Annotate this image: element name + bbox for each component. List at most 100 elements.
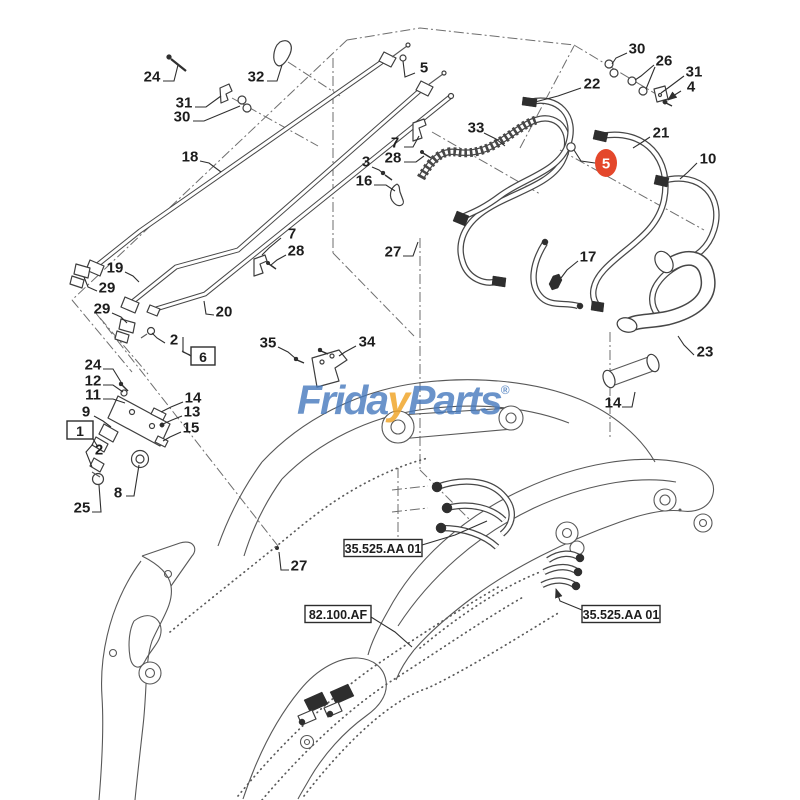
- leader-line-7: [261, 237, 282, 256]
- part-label-32: 32: [248, 69, 265, 86]
- part-label-24: 24: [144, 69, 161, 86]
- seal-5-top: [399, 54, 407, 62]
- ref-box: [581, 604, 661, 624]
- part-label-12: 12: [85, 373, 102, 390]
- part-label-9: 9: [82, 404, 90, 421]
- part-label-13: 13: [184, 404, 201, 421]
- part-label-31: 31: [686, 64, 703, 81]
- part-label-23: 23: [697, 344, 714, 361]
- part-label-30: 30: [629, 41, 646, 58]
- part-label-30: 30: [174, 109, 191, 126]
- upper-boom-arm: [217, 379, 656, 557]
- rigid-tubes: [69, 42, 455, 344]
- part-label-20: 20: [216, 304, 233, 321]
- part-label-27: 27: [385, 244, 402, 261]
- leader-line-refbox-2: [555, 587, 583, 611]
- leader-line-31: [660, 75, 685, 94]
- valve-block-assembly: [89, 381, 171, 486]
- part-label-34: 34: [359, 334, 376, 351]
- screw-24-top: [166, 54, 187, 72]
- pivot-hose-ends: [540, 550, 585, 591]
- hardware-parts: [89, 40, 673, 486]
- clamp-30-right: [604, 59, 619, 78]
- plate-31-right: [653, 85, 669, 103]
- clip-31-top: [219, 83, 233, 104]
- tube-19: [120, 70, 447, 314]
- boom-hose-ends: [431, 478, 515, 550]
- part-label-11: 11: [85, 387, 101, 404]
- screw-28-top: [419, 149, 432, 159]
- clamps-26: [627, 76, 648, 96]
- leader-line-29: [111, 312, 128, 324]
- ref-box-text: 35.525.AA 01: [583, 608, 660, 622]
- leader-line-box-1: [92, 438, 99, 448]
- leader-line-27: [403, 241, 419, 257]
- right-boom-arm: [367, 458, 715, 681]
- leader-line-10: [679, 162, 698, 180]
- part-label-16: 16: [356, 173, 373, 190]
- part-label-19: 19: [107, 260, 124, 277]
- ref-box-text: 35.525.AA 01: [345, 542, 422, 556]
- leader-line-27: [278, 551, 289, 571]
- part-label-17: 17: [580, 249, 597, 266]
- tube-20: [146, 92, 455, 317]
- part-label-18: 18: [182, 149, 199, 166]
- tube-18: [85, 42, 411, 277]
- highlight-leader: [573, 149, 596, 164]
- extra-leader-1: [182, 337, 191, 356]
- leader-line-8: [126, 464, 140, 497]
- leader-line-5: [402, 60, 416, 78]
- hose-17-line: [530, 241, 580, 310]
- hoses: [417, 96, 720, 591]
- ref-box: [343, 538, 423, 558]
- screw-28-mid: [265, 260, 277, 270]
- leader-line-refbox-0: [421, 520, 488, 546]
- part-label-5: 5: [420, 60, 428, 77]
- part-label-28: 28: [288, 243, 305, 260]
- hose-end-fittings: [452, 96, 670, 313]
- part-label-28: 28: [385, 150, 402, 167]
- part-label-22: 22: [584, 76, 601, 93]
- part-label-35: 35: [260, 335, 277, 352]
- boxed-label-1: [66, 420, 94, 440]
- leader-line-12: [103, 384, 124, 393]
- boxed-label-6: [190, 346, 216, 366]
- leader-line-30: [193, 105, 241, 122]
- leader-line-17: [560, 260, 579, 279]
- leader-line-7: [404, 135, 420, 148]
- leader-line-20: [203, 300, 215, 316]
- clip-16: [389, 183, 404, 207]
- leader-line-refbox-1: [370, 616, 413, 648]
- leader-line-11: [103, 398, 126, 404]
- part-label-27: 27: [291, 558, 308, 575]
- part-label-25: 25: [74, 500, 91, 517]
- fridayparts-watermark: FridayParts®: [297, 377, 510, 423]
- phantom-lines: [71, 27, 705, 550]
- leader-line-22: [534, 87, 582, 103]
- leader-line-18: [199, 160, 222, 173]
- stitch-lines: [169, 457, 561, 800]
- part-label-3: 3: [362, 154, 370, 171]
- part-label-24: 24: [85, 357, 102, 374]
- leader-line-33: [483, 132, 506, 147]
- elbow-hose-23: [616, 250, 716, 333]
- leader-line-34: [338, 345, 357, 357]
- part-label-31: 31: [176, 95, 193, 112]
- leader-line-31: [195, 95, 222, 108]
- leader-line-24: [163, 64, 179, 82]
- bracket-7-top: [412, 118, 427, 142]
- part-label-29: 29: [99, 280, 116, 297]
- part-label-29: 29: [94, 301, 111, 318]
- ref-box-text: 82.100.AF: [309, 608, 368, 622]
- part-label-7: 7: [288, 226, 296, 243]
- leader-line-30: [611, 52, 628, 65]
- hose-21: [589, 131, 669, 309]
- part-label-7: 7: [391, 135, 399, 152]
- leader-line-25: [92, 484, 102, 513]
- part-label-26: 26: [656, 53, 673, 70]
- leader-line-2: [151, 332, 166, 344]
- lower-center-arm: [242, 657, 387, 800]
- leader-line-24: [103, 368, 122, 383]
- bracket-7-mid: [253, 254, 268, 277]
